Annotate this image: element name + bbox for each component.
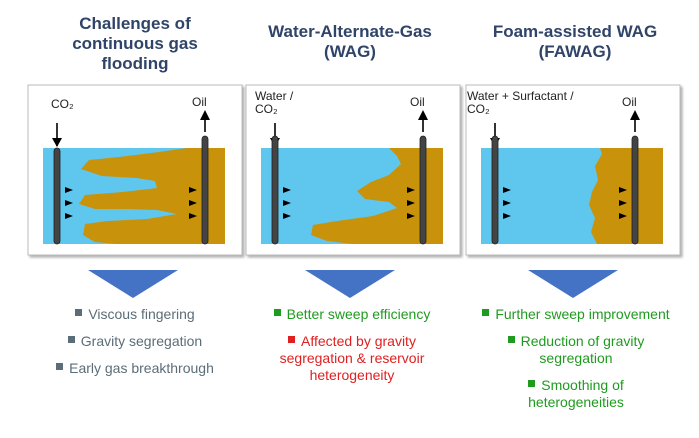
oil-zone bbox=[79, 148, 225, 244]
injector-label: Water / CO₂ bbox=[255, 89, 294, 116]
title-line: flooding bbox=[101, 54, 169, 73]
reservoir-panel-fawag: Water + Surfactant / CO₂ Oil bbox=[465, 84, 687, 260]
bullet-item: Viscous fingering bbox=[20, 306, 250, 323]
bullet-item: Affected by gravity segregation & reserv… bbox=[246, 333, 458, 384]
title-line: Water-Alternate-Gas bbox=[268, 22, 432, 41]
producer-label: Oil bbox=[410, 95, 425, 109]
bullet-square-icon bbox=[75, 309, 83, 316]
production-well bbox=[201, 135, 209, 245]
title-line: (WAG) bbox=[324, 42, 376, 61]
bullet-square-icon bbox=[273, 309, 281, 316]
bullet-text: Smoothing of heterogeneities bbox=[528, 377, 624, 410]
title-line: Challenges of bbox=[79, 14, 191, 33]
bullets-wag: Better sweep efficiency Affected by grav… bbox=[246, 306, 458, 394]
title-line: (FAWAG) bbox=[538, 42, 612, 61]
bullet-square-icon bbox=[67, 336, 75, 343]
reservoir-panel-continuous-gas: CO₂ Oil bbox=[27, 84, 249, 260]
oil-zone bbox=[589, 148, 663, 244]
bullet-square-icon bbox=[56, 363, 64, 370]
down-arrow-1 bbox=[88, 270, 178, 298]
bullet-item: Better sweep efficiency bbox=[246, 306, 458, 323]
producer-label: Oil bbox=[622, 95, 637, 109]
injection-well bbox=[53, 147, 61, 245]
bullet-item: Reduction of gravity segregation bbox=[458, 333, 694, 367]
bullet-square-icon bbox=[507, 336, 515, 343]
production-well bbox=[419, 135, 427, 245]
bullet-square-icon bbox=[482, 309, 490, 316]
producer-label: Oil bbox=[192, 95, 207, 109]
production-well bbox=[631, 135, 639, 245]
injector-label: CO₂ bbox=[51, 97, 74, 111]
bullet-item: Smoothing of heterogeneities bbox=[458, 377, 694, 411]
injection-well bbox=[491, 135, 499, 245]
down-arrow-2 bbox=[305, 270, 395, 298]
injection-well bbox=[271, 135, 279, 245]
down-arrow-3 bbox=[528, 270, 618, 298]
title-line: continuous gas bbox=[72, 34, 198, 53]
title-wag: Water-Alternate-Gas (WAG) bbox=[240, 22, 460, 62]
bullet-text: Affected by gravity segregation & reserv… bbox=[279, 333, 425, 383]
title-fawag: Foam-assisted WAG (FAWAG) bbox=[462, 22, 688, 62]
bullet-item: Early gas breakthrough bbox=[20, 360, 250, 377]
bullets-fawag: Further sweep improvement Reduction of g… bbox=[458, 306, 694, 421]
bullet-text: Reduction of gravity segregation bbox=[520, 333, 645, 366]
title-line: Foam-assisted WAG bbox=[492, 22, 658, 41]
bullet-text: Gravity segregation bbox=[80, 333, 203, 349]
bullet-item: Further sweep improvement bbox=[458, 306, 694, 323]
bullet-item: Gravity segregation bbox=[20, 333, 250, 350]
bullet-square-icon bbox=[288, 336, 296, 343]
reservoir-panel-wag: Water / CO₂ Oil bbox=[245, 84, 467, 260]
bullet-text: Viscous fingering bbox=[88, 306, 195, 322]
oil-zone bbox=[311, 148, 443, 244]
bullet-square-icon bbox=[528, 380, 536, 387]
title-continuous-gas: Challenges of continuous gas flooding bbox=[30, 14, 240, 74]
injector-label: Water + Surfactant / CO₂ bbox=[467, 89, 574, 116]
bullet-text: Early gas breakthrough bbox=[69, 360, 214, 376]
bullets-continuous-gas: Viscous fingering Gravity segregation Ea… bbox=[20, 306, 250, 387]
bullet-text: Better sweep efficiency bbox=[286, 306, 431, 322]
bullet-text: Further sweep improvement bbox=[495, 306, 670, 322]
